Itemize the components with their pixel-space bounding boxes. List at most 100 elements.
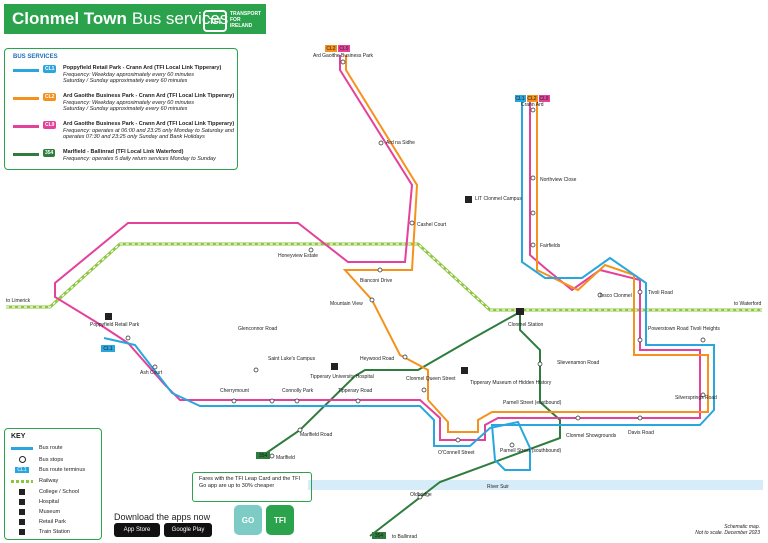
route-text: Marlfield - Ballinrad (TFI Local Link Wa… xyxy=(63,149,241,162)
key-item-train: Train Station xyxy=(11,529,70,535)
stop-label: Silversprings Road xyxy=(675,395,717,401)
cl9-badge-text: CL9 xyxy=(539,96,548,102)
stop-label: Ard Gaoithe Business Park xyxy=(313,53,374,59)
stop-label: Davis Road xyxy=(628,430,654,436)
354-terminus-badge-south xyxy=(372,532,386,539)
route-freq-weekend: Saturday / Sunday approximately every 60… xyxy=(63,78,188,84)
route-freq-weekend: Saturday / Sunday approximately every 60… xyxy=(63,106,188,112)
stop-label: Clonmel Showgrounds xyxy=(566,433,617,439)
footnote-line-2: Not to scale. December 2023 xyxy=(695,530,760,536)
key-item-retail: Retail Park xyxy=(11,519,66,525)
route-name: Ard Gaoithe Business Park - Crann Ard (T… xyxy=(63,93,235,99)
tfi-logo: TFI xyxy=(203,10,227,32)
hospital-icon xyxy=(19,499,25,505)
to-limerick-label: to Limerick xyxy=(6,298,31,304)
route-cl1-line xyxy=(103,100,715,471)
google-play-button[interactable]: Google Play xyxy=(164,523,212,537)
stop-label: Slievenamon Road xyxy=(557,360,599,366)
river-suir xyxy=(308,480,763,490)
hospital-icon xyxy=(331,363,338,370)
key-label: Retail Park xyxy=(39,519,66,525)
poi-label: LIT Clonmel Campus xyxy=(475,196,522,202)
stop-label: Tivoli Heights xyxy=(690,326,720,332)
train-station-icon xyxy=(19,529,25,535)
route-freq: Frequency: Weekday approximately every 6… xyxy=(63,99,195,106)
stop-label: Northview Close xyxy=(540,177,577,183)
logo-line-2: FOR xyxy=(230,17,241,23)
tfi-app-icon[interactable]: TFI xyxy=(266,505,294,535)
cl2-badge-text: CL2 xyxy=(326,46,335,52)
tfi-logo-text: TRANSPORT FOR IRELAND xyxy=(230,11,261,29)
cl1-terminus-badge xyxy=(101,345,115,352)
footnote: Schematic map. Not to scale. December 20… xyxy=(690,524,760,536)
station-label: Clonmel Station xyxy=(508,322,544,328)
museum-icon xyxy=(461,367,468,374)
route-name: Poppyfield Retail Park - Crann Ard (TFI … xyxy=(63,65,222,71)
stop-label: O'Connell Street xyxy=(438,450,475,456)
key-label: Museum xyxy=(39,509,61,515)
key-label: Hospital xyxy=(39,499,59,505)
key-label: Bus stops xyxy=(39,456,64,463)
key-label: Bus route xyxy=(39,445,63,451)
museum-icon xyxy=(19,509,25,515)
logo-line-1: TRANSPORT xyxy=(230,11,262,17)
route-name: Marlfield - Ballinrad (TFI Local Link Wa… xyxy=(63,149,184,155)
key-item-railway: Railway xyxy=(11,478,58,484)
route-badge: 354 xyxy=(43,149,56,157)
354-badge-text: 354 xyxy=(259,453,268,459)
to-waterford-label: to Waterford xyxy=(734,301,762,307)
key-item-college: College / School xyxy=(11,489,79,495)
tfi-go-app-icon[interactable]: GO xyxy=(234,505,262,535)
key-item-bus-stops: Bus stops xyxy=(11,456,63,463)
stop-label: Marlfield xyxy=(276,455,295,461)
logo-line-3: IRELAND xyxy=(230,23,253,29)
fares-note: Fares with the TFI Leap Card and the TFI… xyxy=(192,472,312,502)
route-badge: CL1 xyxy=(43,65,57,73)
bus-services-panel: BUS SERVICES CL1 Poppyfield Retail Park … xyxy=(4,48,238,170)
terminus-badge: CL1 xyxy=(15,467,29,473)
cl9-badge-text: CL9 xyxy=(339,46,348,52)
stop-label: Ash Court xyxy=(140,370,163,376)
cl2-terminus-badge xyxy=(325,45,337,52)
route-line-swatch xyxy=(13,125,39,128)
title-town: Clonmel Town xyxy=(12,9,127,28)
key-item-terminus: CL1 Bus route terminus xyxy=(11,467,85,473)
route-354-line xyxy=(261,310,561,537)
route-cl9-line xyxy=(54,55,701,441)
header-banner: Clonmel Town Bus services TFI TRANSPORT … xyxy=(4,4,266,34)
stop-label: Ard na Sidhe xyxy=(386,140,415,146)
key-item-bus-route: Bus route xyxy=(11,445,63,451)
poi-label: Tipperary Museum of Hidden History xyxy=(470,380,552,386)
stop-label: Tesco Clonmel xyxy=(599,293,632,299)
stop-label: Tipperary Road xyxy=(338,388,372,394)
college-icon xyxy=(465,196,472,203)
cl1-badge-text: CL1 xyxy=(103,346,112,352)
app-store-button[interactable]: App Store xyxy=(114,523,160,537)
key-label: Railway xyxy=(39,478,59,484)
stop-label: Mountain View xyxy=(330,301,363,307)
cl9-terminus-badge xyxy=(338,45,350,52)
destination-label: to Ballinrad xyxy=(392,534,417,540)
apps-heading: Download the apps now xyxy=(114,512,211,522)
route-line-swatch xyxy=(13,97,39,100)
stop-label: Glenconnor Road xyxy=(238,326,277,332)
route-name: Ard Gaoithe Business Park - Crann Ard (T… xyxy=(63,121,235,127)
stop-label: Parnell Street (southbound) xyxy=(500,448,561,454)
key-item-museum: Museum xyxy=(11,509,60,515)
route-text: Ard Gaoithe Business Park - Crann Ard (T… xyxy=(63,93,241,113)
college-icon xyxy=(19,489,25,495)
route-badge: CL9 xyxy=(43,121,57,129)
route-freq: Frequency: operates at 06:00 and 23:25 o… xyxy=(63,127,234,134)
cl1-terminus-badge-crann xyxy=(515,95,526,102)
footnote-line-1: Schematic map. xyxy=(724,524,760,530)
stop-label: Oldbridge xyxy=(410,492,432,498)
stop-label: Cherrymount xyxy=(220,388,250,394)
key-label: Bus route terminus xyxy=(39,467,86,473)
stop-label: Clonmel Queen Street xyxy=(406,376,456,382)
stop-label: Marlfield Road xyxy=(300,432,332,438)
stop-label: Honeyview Estate xyxy=(278,253,318,259)
bus-services-heading: BUS SERVICES xyxy=(13,54,58,60)
retail-park-icon xyxy=(19,519,25,525)
stop-label: Saint Luke's Campus xyxy=(268,356,316,362)
